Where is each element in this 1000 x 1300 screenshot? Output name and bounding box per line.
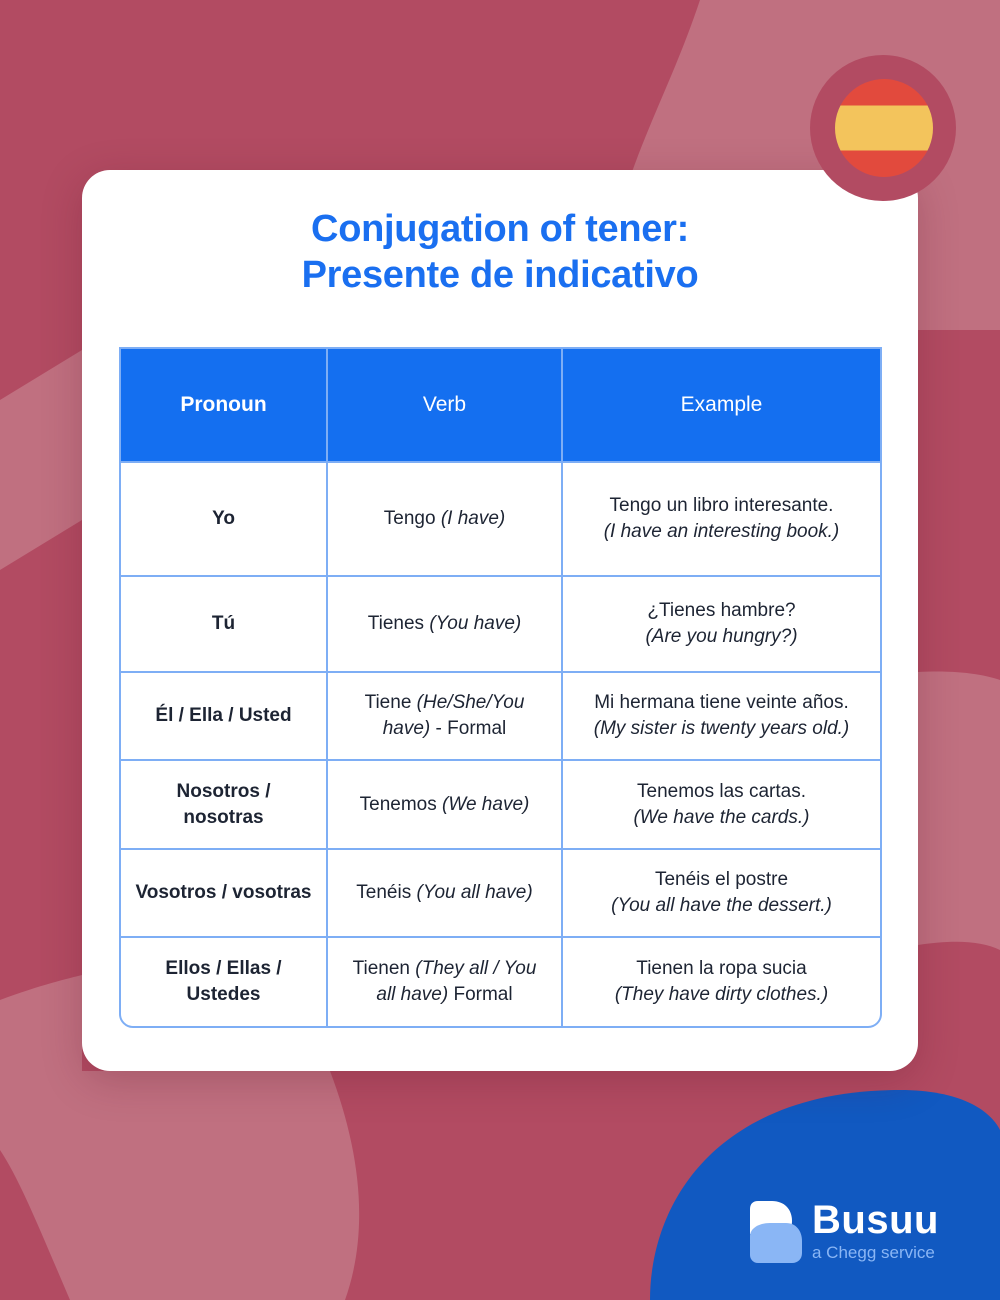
pronoun-cell: Vosotros / vosotras xyxy=(121,850,328,938)
verb-translation: (They all / You all have) xyxy=(376,958,537,1005)
verb: Tienes xyxy=(367,613,425,634)
verb-translation: (You have) xyxy=(429,613,522,634)
example-sentence: Tienen la ropa sucia xyxy=(636,958,807,979)
verb-suffix: - Formal xyxy=(430,718,507,739)
verb-translation: (You all have) xyxy=(416,882,533,903)
title-line-1: Conjugation of tener: xyxy=(311,208,689,250)
verb-cell: Tenéis (You all have) xyxy=(328,850,563,938)
bg-shape-left-lower xyxy=(0,975,82,1071)
example-cell: Tenéis el postre (You all have the desser… xyxy=(563,850,880,938)
table-row: Él / Ella / Usted Tiene (He/She/You have… xyxy=(121,673,880,761)
verb-cell: Tenemos (We have) xyxy=(328,761,563,850)
verb: Tenéis xyxy=(356,882,412,903)
pronoun-cell: Nosotros / nosotras xyxy=(121,761,328,850)
pronoun-cell: Tú xyxy=(121,577,328,673)
header-example: Example xyxy=(563,349,880,463)
table-row: Ellos / Ellas / Ustedes Tienen (They all… xyxy=(121,938,880,1026)
example-sentence: Tenemos las cartas. xyxy=(637,780,806,802)
example-cell: Tienen la ropa sucia (They have dirty clo… xyxy=(563,938,880,1026)
table-row: Nosotros / nosotras Tenemos (We have) Te… xyxy=(121,761,880,850)
verb-translation: (He/She/You have) xyxy=(382,692,525,739)
example-sentence: Mi hermana tiene veinte años. xyxy=(594,692,849,713)
header-pronoun: Pronoun xyxy=(121,349,328,463)
title-line-2: Presente de indicativo xyxy=(301,254,699,296)
example-translation: (You all have the dessert.) xyxy=(611,895,832,916)
spain-flag-icon xyxy=(835,79,933,177)
bg-shape-bottom-left xyxy=(0,1071,360,1300)
busuu-logo-icon xyxy=(750,1201,802,1263)
example-translation: (My sister is twenty years old.) xyxy=(593,718,850,739)
example-cell: Tengo un libro interesante. (I have an in… xyxy=(563,463,880,577)
table-header-row: Pronoun Verb Example xyxy=(121,349,880,463)
verb-translation: (I have) xyxy=(440,508,506,529)
table-row: Yo Tengo (I have) Tengo un libro interes… xyxy=(121,463,880,577)
verb: Tiene xyxy=(364,692,412,713)
example-cell: Mi hermana tiene veinte años. (My sister … xyxy=(563,673,880,761)
conjugation-table: Pronoun Verb Example Yo Tengo (I have) T… xyxy=(119,347,882,1028)
example-translation: (Are you hungry?) xyxy=(645,626,798,647)
verb-cell: Tienes (You have) xyxy=(328,577,563,673)
example-translation: (They have dirty clothes.) xyxy=(614,984,829,1005)
table-row: Vosotros / vosotras Tenéis (You all have… xyxy=(121,850,880,938)
verb: Tienen xyxy=(352,958,410,979)
pronoun-cell: Yo xyxy=(121,463,328,577)
example-sentence: ¿Tienes hambre? xyxy=(647,600,796,621)
busuu-brand: Busuu a Chegg service xyxy=(750,1200,939,1264)
verb-suffix: Formal xyxy=(448,984,513,1005)
example-translation: (I have an interesting book.) xyxy=(603,521,840,542)
example-cell: Tenemos las cartas. (We have the cards.) xyxy=(563,761,880,850)
example-cell: ¿Tienes hambre? (Are you hungry?) xyxy=(563,577,880,673)
pronoun-cell: Él / Ella / Usted xyxy=(121,673,328,761)
bg-shape-right-top xyxy=(918,230,1000,330)
example-sentence: Tenéis el postre xyxy=(654,869,789,890)
content-card xyxy=(82,170,918,1071)
flag-badge xyxy=(810,55,956,201)
verb-translation: (We have) xyxy=(442,793,530,815)
bg-shape-left-band xyxy=(0,350,82,570)
verb: Tenemos xyxy=(359,793,437,815)
verb-cell: Tiene (He/She/You have) - Formal xyxy=(328,673,563,761)
pronoun-cell: Ellos / Ellas / Ustedes xyxy=(121,938,328,1026)
header-verb: Verb xyxy=(328,349,563,463)
table-row: Tú Tienes (You have) ¿Tienes hambre? (Are… xyxy=(121,577,880,673)
bg-shape-right-mid xyxy=(918,671,1000,950)
verb-cell: Tengo (I have) xyxy=(328,463,563,577)
brand-tagline: a Chegg service xyxy=(812,1243,935,1262)
page-title: Conjugation of tener: Presente de indica… xyxy=(0,206,1000,298)
conjugation-table-container: Pronoun Verb Example Yo Tengo (I have) T… xyxy=(119,347,882,1028)
example-translation: (We have the cards.) xyxy=(633,806,810,828)
example-sentence: Tengo un libro interesante. xyxy=(609,495,834,516)
verb: Tengo xyxy=(383,508,436,529)
verb-cell: Tienen (They all / You all have) Formal xyxy=(328,938,563,1026)
brand-name: Busuu xyxy=(812,1198,939,1242)
